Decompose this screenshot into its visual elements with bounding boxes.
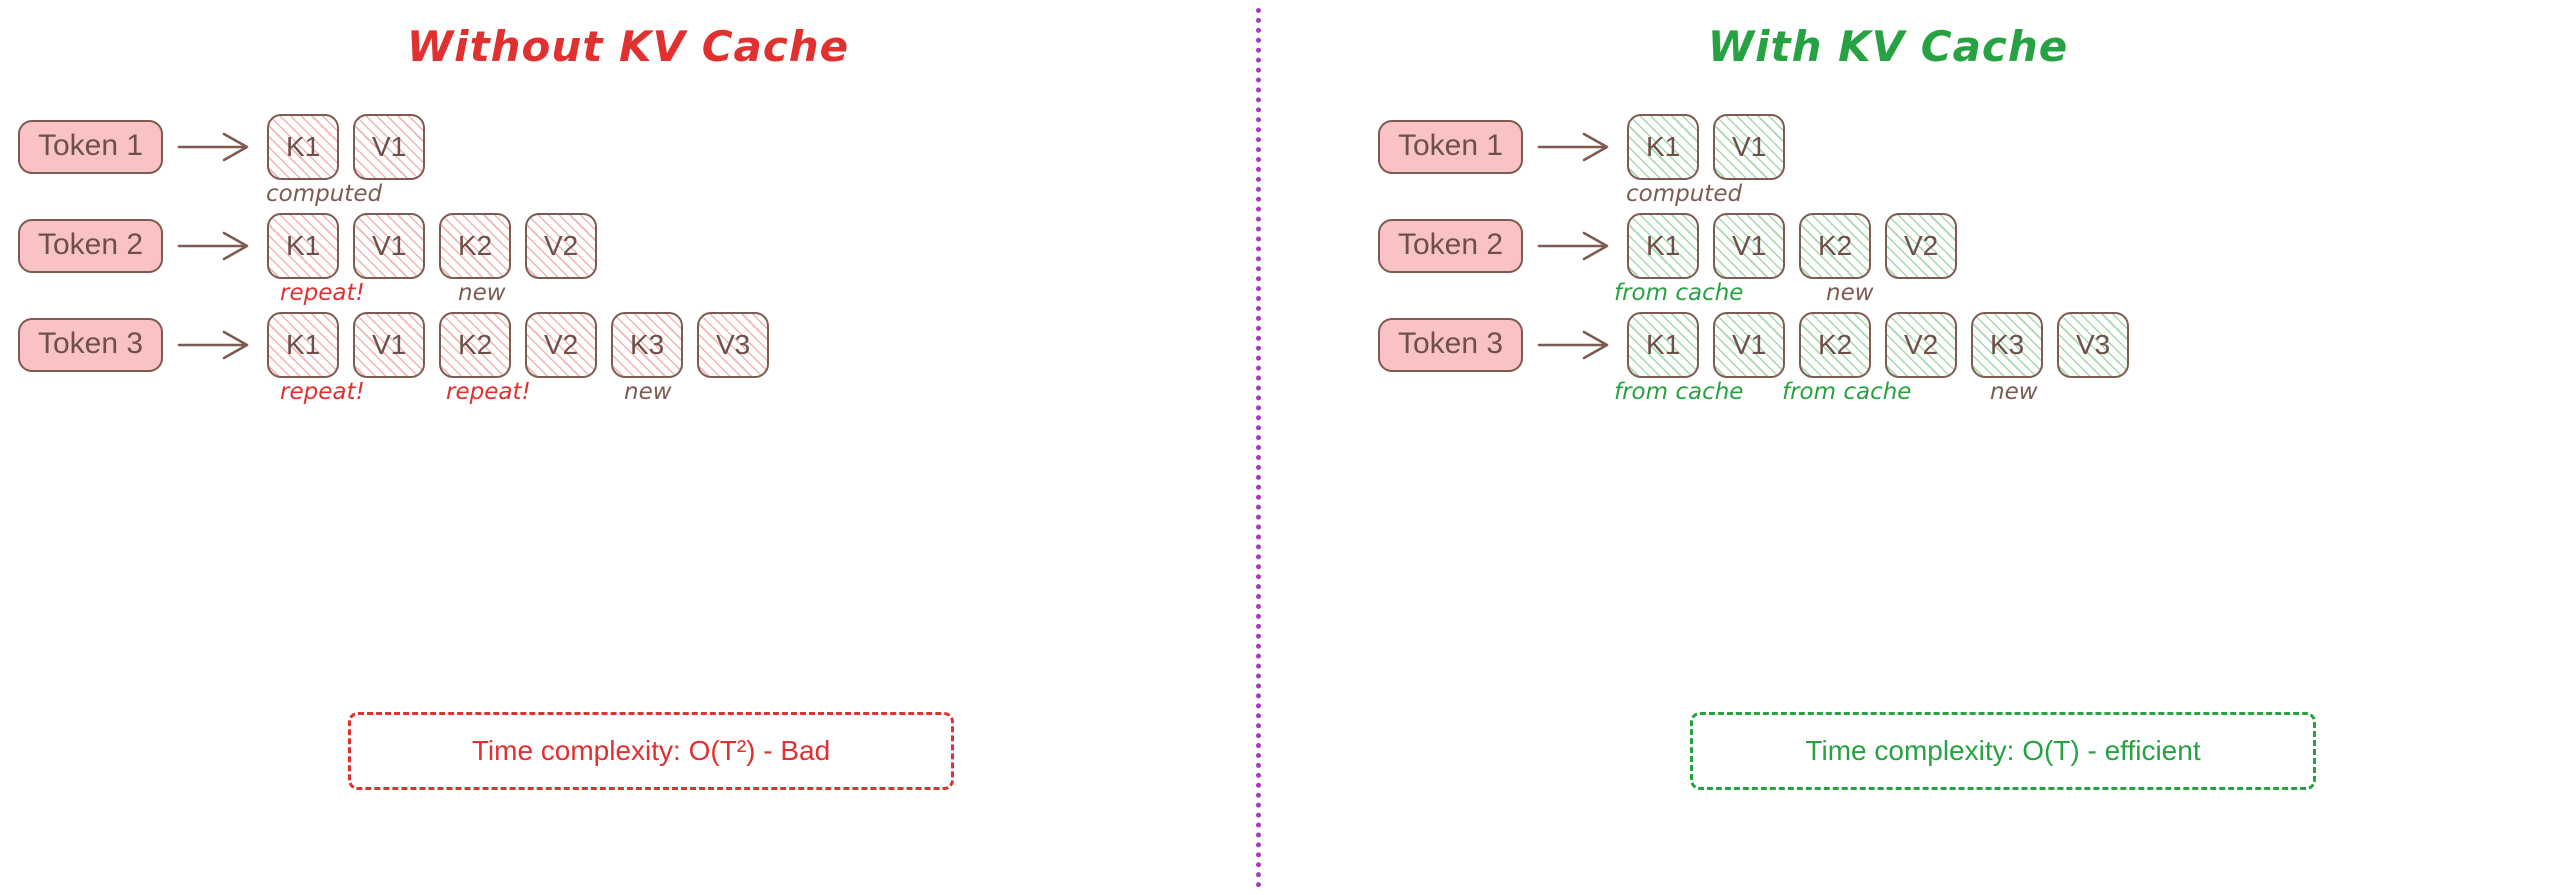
kv-cell[interactable]: V2 (525, 213, 598, 279)
annotation-label: computed (1626, 181, 1743, 207)
kv-cell[interactable]: K3 (1971, 312, 2044, 378)
row-annotations: from cache from cache new (1378, 381, 2478, 415)
kv-cell[interactable]: V2 (1885, 213, 1958, 279)
token-box[interactable]: Token 3 (1378, 318, 1524, 372)
kv-cell[interactable]: V2 (525, 312, 598, 378)
token-box[interactable]: Token 2 (1378, 219, 1524, 273)
kv-cell[interactable]: K1 (267, 312, 340, 378)
kv-cell[interactable]: V2 (1885, 312, 1958, 378)
kv-cell[interactable]: K2 (1799, 312, 1872, 378)
kv-cell[interactable]: K2 (439, 312, 512, 378)
kv-cell[interactable]: V1 (1713, 312, 1786, 378)
kv-cell-label: K2 (1817, 329, 1853, 360)
token-box[interactable]: Token 1 (18, 120, 164, 174)
kv-cell[interactable]: V1 (1713, 114, 1786, 180)
kv-cell[interactable]: V1 (353, 114, 426, 180)
panel-divider (1256, 8, 1261, 888)
kv-cell-label: K2 (457, 230, 493, 261)
kv-cell-label: V1 (371, 131, 407, 162)
token-row-1: Token 1 K1 V1 (1378, 114, 1786, 180)
row-annotations: computed (1378, 183, 2478, 217)
kv-cell-label: K1 (285, 230, 321, 261)
arrow-right-icon (177, 325, 255, 365)
annotation-label: repeat! (446, 379, 531, 405)
token-box[interactable]: Token 1 (1378, 120, 1524, 174)
annotation-label: from cache (1614, 379, 1744, 405)
kv-cell-label: V2 (1903, 329, 1939, 360)
kv-cell-strip: K1 V1 K2 V2 K3 V3 (267, 312, 770, 378)
arrow-right-icon (1537, 325, 1615, 365)
kv-cell-label: K2 (457, 329, 493, 360)
token-box[interactable]: Token 3 (18, 318, 164, 372)
kv-cell[interactable]: V3 (2057, 312, 2130, 378)
annotation-label: new (624, 379, 672, 405)
arrow-right-icon (1537, 127, 1615, 167)
kv-cell-label: V1 (371, 329, 407, 360)
kv-cell[interactable]: V1 (1713, 213, 1786, 279)
kv-cell-label: V2 (543, 230, 579, 261)
kv-cell-label: K1 (285, 329, 321, 360)
row-annotations: from cache new (1378, 282, 2478, 316)
kv-cell-label: V3 (2075, 329, 2111, 360)
kv-cell-label: K1 (1645, 329, 1681, 360)
kv-cell-label: K1 (1645, 131, 1681, 162)
token-row-2: Token 2 K1 V1 K2 V2 (1378, 213, 1958, 279)
kv-cell-label: K3 (1989, 329, 2025, 360)
kv-cell-label: V1 (1731, 230, 1767, 261)
kv-cell-strip: K1 V1 K2 V2 (267, 213, 598, 279)
kv-cell-strip: K1 V1 (1627, 114, 1786, 180)
kv-cell[interactable]: V3 (697, 312, 770, 378)
token-row-1: Token 1 K1 V1 (18, 114, 426, 180)
kv-cell-label: K1 (285, 131, 321, 162)
panel-title-with-kv-cache: With KV Cache (1707, 22, 2069, 71)
kv-cell-label: V1 (1731, 131, 1767, 162)
kv-cell[interactable]: K1 (1627, 312, 1700, 378)
token-row-3: Token 3 K1 V1 K2 V2 K3 V3 (18, 312, 770, 378)
annotation-label: computed (266, 181, 383, 207)
kv-cell-label: K2 (1817, 230, 1853, 261)
kv-cell[interactable]: K3 (611, 312, 684, 378)
kv-cell-strip: K1 V1 (267, 114, 426, 180)
kv-cell-strip: K1 V1 K2 V2 K3 V3 (1627, 312, 2130, 378)
complexity-callout-with-cache: Time complexity: O(T) - efficient (1690, 712, 2316, 790)
row-annotations: repeat! repeat! new (18, 381, 1118, 415)
kv-cell-label: V2 (543, 329, 579, 360)
kv-cell-label: V3 (715, 329, 751, 360)
annotation-label: new (1826, 280, 1874, 306)
kv-cell[interactable]: K1 (267, 213, 340, 279)
row-annotations: repeat! new (18, 282, 1118, 316)
kv-cell[interactable]: K1 (267, 114, 340, 180)
kv-cell[interactable]: K1 (1627, 213, 1700, 279)
token-box[interactable]: Token 2 (18, 219, 164, 273)
annotation-label: from cache (1782, 379, 1912, 405)
annotation-label: new (1990, 379, 2038, 405)
row-annotations: computed (18, 183, 1118, 217)
arrow-right-icon (1537, 226, 1615, 266)
annotation-label: from cache (1614, 280, 1744, 306)
token-row-3: Token 3 K1 V1 K2 V2 K3 V3 (1378, 312, 2130, 378)
kv-cell[interactable]: V1 (353, 213, 426, 279)
annotation-label: repeat! (280, 280, 365, 306)
arrow-right-icon (177, 127, 255, 167)
kv-cell-label: V2 (1903, 230, 1939, 261)
panel-title-without-kv-cache: Without KV Cache (406, 22, 850, 71)
kv-cell-label: V1 (1731, 329, 1767, 360)
kv-cell-strip: K1 V1 K2 V2 (1627, 213, 1958, 279)
kv-cell[interactable]: K2 (439, 213, 512, 279)
kv-cell-label: K1 (1645, 230, 1681, 261)
annotation-label: repeat! (280, 379, 365, 405)
complexity-callout-without-cache: Time complexity: O(T²) - Bad (348, 712, 954, 790)
token-row-2: Token 2 K1 V1 K2 V2 (18, 213, 598, 279)
kv-cell[interactable]: K1 (1627, 114, 1700, 180)
kv-cell[interactable]: V1 (353, 312, 426, 378)
annotation-label: new (458, 280, 506, 306)
kv-cell[interactable]: K2 (1799, 213, 1872, 279)
arrow-right-icon (177, 226, 255, 266)
kv-cell-label: V1 (371, 230, 407, 261)
kv-cell-label: K3 (629, 329, 665, 360)
